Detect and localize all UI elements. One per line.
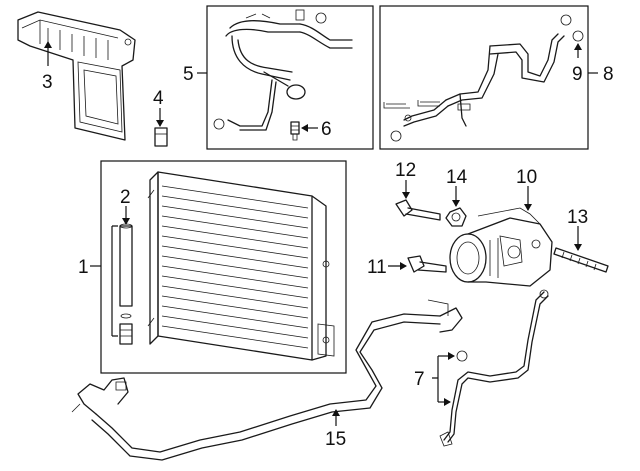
liquid-line-part (383, 14, 584, 142)
stud-part (553, 247, 609, 273)
air-deflector-part (17, 11, 136, 141)
callout-3: 3 (42, 72, 53, 93)
callout-14: 14 (446, 167, 468, 188)
bolt-12-part (395, 199, 441, 221)
pressure-switch-part (290, 121, 300, 141)
line-7-part (439, 289, 549, 447)
bolt-11-part (407, 255, 447, 273)
line-15-part (71, 299, 463, 461)
line-group-box (379, 5, 589, 150)
callout-1: 1 (78, 257, 89, 278)
callout-15: 15 (325, 429, 346, 450)
callout-7: 7 (414, 369, 425, 390)
compressor-part (449, 207, 553, 287)
hose-group-box (206, 5, 374, 150)
drier-cartridge-part (119, 223, 133, 345)
callout-9: 9 (572, 64, 583, 85)
callout-12: 12 (395, 160, 416, 181)
callout-5: 5 (183, 64, 194, 85)
nut-part (445, 207, 467, 227)
callout-4: 4 (153, 88, 164, 109)
leader-lines (44, 41, 598, 426)
callout-13: 13 (567, 207, 588, 228)
callout-11: 11 (367, 257, 387, 278)
condenser-group-box (100, 160, 347, 374)
hose-assembly-part (213, 9, 353, 131)
callout-6: 6 (321, 119, 332, 140)
callout-10: 10 (516, 167, 537, 188)
callout-2: 2 (120, 187, 131, 208)
condenser-part (147, 171, 335, 361)
callout-8: 8 (603, 64, 614, 85)
clip-part (154, 127, 168, 147)
